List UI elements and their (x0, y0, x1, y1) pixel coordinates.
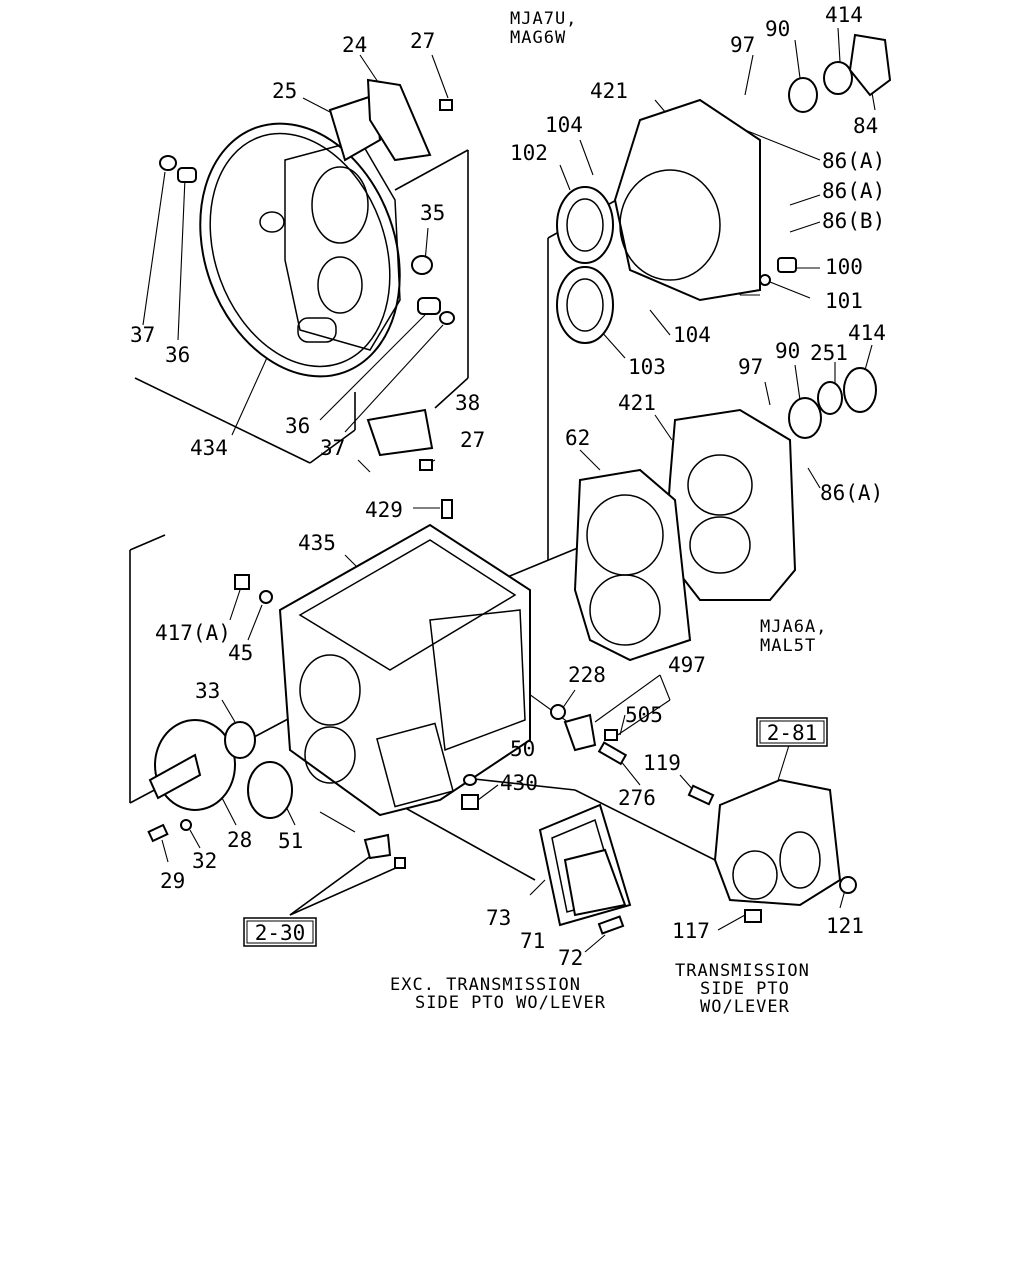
caption-line: SIDE PTO (700, 979, 790, 999)
callout-103: 103 (628, 355, 666, 379)
callout-32: 32 (192, 849, 217, 873)
caption-line: SIDE PTO WO/LEVER (415, 993, 606, 1013)
callout-37: 37 (130, 323, 155, 347)
caption-line: TRANSMISSION (675, 961, 810, 981)
callout-97b: 97 (738, 355, 763, 379)
callout-102: 102 (510, 141, 548, 165)
gasket-62 (573, 468, 692, 662)
callout-73: 73 (486, 906, 511, 930)
note-line: MAG6W (510, 28, 566, 48)
note-line: MAL5T (760, 636, 816, 656)
callout-104: 104 (545, 113, 583, 137)
callout-90: 90 (765, 17, 790, 41)
rear-cover-top (556, 33, 892, 344)
clutch-housing (199, 122, 401, 378)
callout-90b: 90 (775, 339, 800, 363)
leader-lines (129, 27, 876, 953)
callout-101: 101 (825, 289, 863, 313)
note-line: MJA6A, (760, 617, 827, 637)
callout-421: 421 (590, 79, 628, 103)
callout-251: 251 (810, 341, 848, 365)
reference-box-2-81[interactable]: 2-81 (756, 717, 828, 747)
callout-417A: 417(A) (155, 621, 231, 645)
transmission-case (234, 499, 531, 817)
callout-97: 97 (730, 33, 755, 57)
callout-33: 33 (195, 679, 220, 703)
ref-label: 2-81 (767, 721, 818, 745)
callout-86A-3: 86(A) (820, 481, 883, 505)
clutch-small-parts (159, 78, 455, 471)
callout-421b: 421 (618, 391, 656, 415)
callout-497: 497 (668, 653, 706, 677)
callout-414: 414 (825, 3, 863, 27)
callout-434: 434 (190, 436, 228, 460)
pto-cover-parts (538, 803, 632, 935)
callout-36b: 36 (285, 414, 310, 438)
callout-51: 51 (278, 829, 303, 853)
callout-435: 435 (298, 531, 336, 555)
callout-38: 38 (455, 391, 480, 415)
note-line: MJA7U, (510, 9, 577, 29)
callout-72: 72 (558, 946, 583, 970)
callout-414b: 414 (848, 321, 886, 345)
callout-29: 29 (160, 869, 185, 893)
callout-45: 45 (228, 641, 253, 665)
callout-86B: 86(B) (822, 209, 885, 233)
callout-28: 28 (227, 828, 252, 852)
callout-119: 119 (643, 751, 681, 775)
variant-note-top: MJA7U, MAG6W (510, 9, 577, 48)
side-pto-unit (687, 778, 857, 923)
callout-505: 505 (625, 703, 663, 727)
callout-100: 100 (825, 255, 863, 279)
ref-label: 2-30 (255, 921, 306, 945)
callout-228: 228 (568, 663, 606, 687)
callout-24: 24 (342, 33, 367, 57)
callout-36: 36 (165, 343, 190, 367)
variant-note-middle: MJA6A, MAL5T (760, 617, 827, 656)
callout-86A-1: 86(A) (822, 149, 885, 173)
callout-276: 276 (618, 786, 656, 810)
callouts: 24 27 25 97 90 414 421 84 104 102 86(A) … (130, 3, 886, 970)
caption-line: WO/LEVER (700, 997, 790, 1017)
reference-box-2-30[interactable]: 2-30 (243, 917, 317, 947)
caption-with-pto: TRANSMISSION SIDE PTO WO/LEVER (675, 961, 810, 1017)
callout-104b: 104 (673, 323, 711, 347)
callout-37b: 37 (320, 436, 345, 460)
callout-62: 62 (565, 426, 590, 450)
input-shaft-parts (147, 704, 628, 869)
callout-35: 35 (420, 201, 445, 225)
caption-exc-pto: EXC. TRANSMISSION SIDE PTO WO/LEVER (390, 975, 606, 1013)
callout-25: 25 (272, 79, 297, 103)
callout-50: 50 (510, 737, 535, 761)
callout-117: 117 (672, 919, 710, 943)
callout-429: 429 (365, 498, 403, 522)
callout-84: 84 (853, 114, 878, 138)
callout-71: 71 (520, 929, 545, 953)
callout-27b: 27 (460, 428, 485, 452)
caption-line: EXC. TRANSMISSION (390, 975, 581, 995)
callout-430: 430 (500, 771, 538, 795)
callout-121: 121 (826, 914, 864, 938)
callout-27: 27 (410, 29, 435, 53)
callout-86A-2: 86(A) (822, 179, 885, 203)
